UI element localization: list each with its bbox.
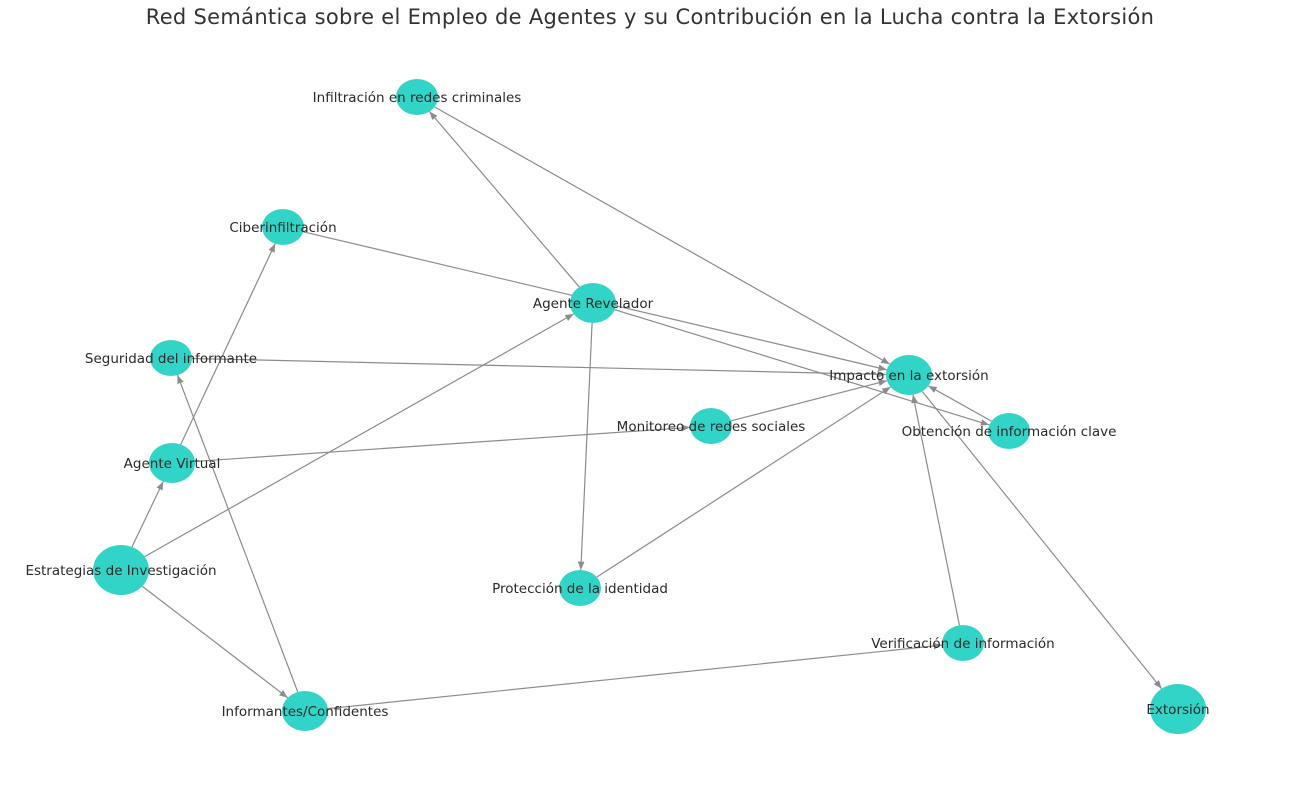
node-virtual[interactable]: [149, 443, 195, 483]
edge-seguridad-to-impacto: [191, 357, 887, 378]
node-label-verificacion: Verificación de información: [871, 636, 1054, 652]
edge-revelador-to-obtencion: [614, 309, 990, 426]
node-estrategias[interactable]: [93, 545, 149, 595]
node-label-infiltracion: Infiltración en redes criminales: [313, 90, 522, 106]
node-label-extorsion: Extorsión: [1146, 702, 1209, 718]
node-verificacion[interactable]: [942, 625, 984, 661]
node-label-monitoreo: Monitoreo de redes sociales: [617, 419, 806, 435]
node-revelador[interactable]: [570, 283, 616, 323]
edge-revelador-to-proteccion: [577, 322, 593, 571]
edge-estrategias-to-informantes: [141, 585, 289, 699]
node-label-obtencion: Obtención de información clave: [902, 424, 1117, 440]
edge-impacto-to-extorsion: [921, 391, 1163, 690]
edge-estrategias-to-virtual: [131, 481, 164, 548]
node-label-impacto: Impacto en la extorsión: [829, 368, 988, 384]
edge-obtencion-to-impacto: [928, 385, 992, 422]
edge-estrategias-to-revelador: [144, 313, 575, 558]
edge-virtual-to-monitoreo: [194, 424, 691, 463]
diagram-title: Red Semántica sobre el Empleo de Agentes…: [145, 5, 1155, 29]
node-monitoreo[interactable]: [690, 408, 732, 444]
edge-infiltracion-to-impacto: [434, 106, 891, 365]
node-label-virtual: Agente Virtual: [124, 456, 221, 472]
node-label-ciber: Ciberinfiltración: [229, 220, 336, 236]
node-extorsion[interactable]: [1150, 684, 1206, 734]
node-label-proteccion: Protección de la identidad: [492, 581, 668, 597]
node-proteccion[interactable]: [559, 570, 601, 606]
edge-monitoreo-to-impacto: [730, 379, 888, 422]
edge-verificacion-to-impacto: [911, 394, 961, 626]
node-informantes[interactable]: [282, 691, 328, 731]
edge-proteccion-to-impacto: [596, 386, 891, 578]
edge-informantes-to-seguridad: [176, 374, 299, 693]
node-label-estrategias: Estrategias de Investigación: [25, 563, 216, 579]
node-obtencion[interactable]: [988, 413, 1030, 449]
edge-virtual-to-ciber: [180, 243, 276, 445]
node-label-revelador: Agente Revelador: [533, 296, 654, 312]
edge-revelador-to-infiltracion: [428, 111, 580, 288]
node-label-informantes: Informantes/Confidentes: [222, 704, 389, 720]
node-ciber[interactable]: [262, 209, 304, 245]
edge-informantes-to-verificacion: [327, 642, 943, 710]
node-impacto[interactable]: [886, 355, 932, 395]
node-infiltracion[interactable]: [396, 79, 438, 115]
node-seguridad[interactable]: [150, 340, 192, 376]
node-label-seguridad: Seguridad del informante: [85, 351, 257, 367]
